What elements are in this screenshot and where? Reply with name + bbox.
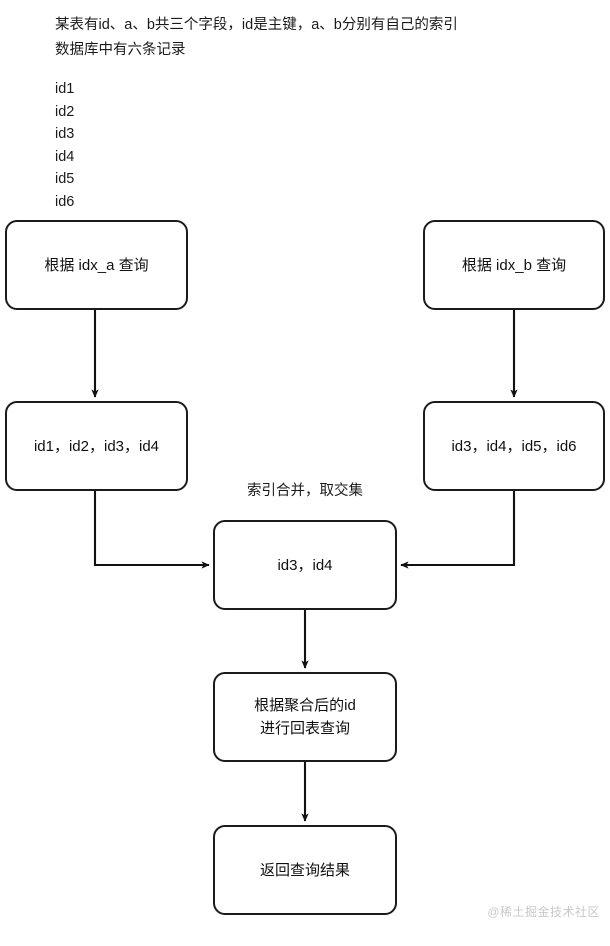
node-label: id1，id2，id3，id4	[33, 437, 160, 455]
id-list-item: id3	[55, 126, 75, 142]
header-note: 某表有id、a、b共三个字段，id是主键，a、b分别有自己的索引 数据库中有六条…	[55, 17, 458, 58]
node-label: 返回查询结果	[259, 861, 350, 879]
node-label: 根据 idx_b 查询	[461, 256, 567, 274]
node-query-by-idx-a[interactable]: 根据 idx_a 查询	[5, 220, 188, 310]
node-label: 根据聚合后的id 进行回表查询	[254, 697, 356, 737]
node-label: id3，id4	[277, 556, 333, 574]
id-record-list: id1 id2 id3 id4 id5 id6	[55, 78, 74, 213]
node-intersection-result[interactable]: id3，id4	[213, 520, 397, 610]
watermark: @稀土掘金技术社区	[487, 905, 600, 919]
id-list-item: id5	[55, 171, 75, 187]
edge-result-b-to-intersect	[400, 491, 516, 569]
id-list-item: id4	[55, 148, 75, 165]
node-label: id3，id4，id5，id6	[451, 437, 577, 455]
node-return-query-result[interactable]: 返回查询结果	[213, 825, 397, 915]
id-list-item: id2	[55, 103, 75, 120]
node-label: 根据 idx_a 查询	[44, 256, 149, 274]
id-list-item: id6	[55, 193, 75, 210]
node-result-set-a[interactable]: id1，id2，id3，id4	[5, 401, 188, 491]
node-result-set-b[interactable]: id3，id4，id5，id6	[423, 401, 605, 491]
id-list-item: id1	[55, 81, 75, 97]
node-query-by-idx-b[interactable]: 根据 idx_b 查询	[423, 220, 605, 310]
edge-result-a-to-intersect	[93, 491, 210, 569]
index-merge-label: 索引合并，取交集	[247, 483, 363, 499]
node-table-lookup[interactable]: 根据聚合后的id 进行回表查询	[213, 672, 397, 762]
